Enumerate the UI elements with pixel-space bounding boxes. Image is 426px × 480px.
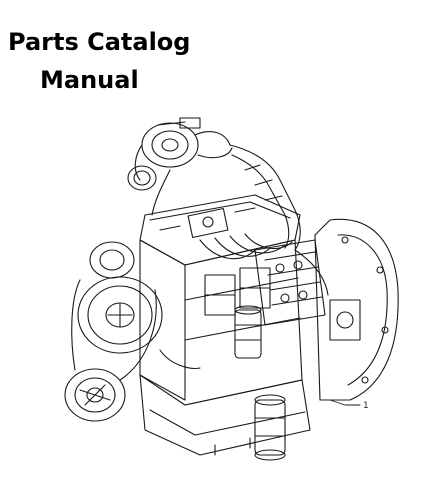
hoses	[151, 169, 329, 369]
title-manual: Manual	[40, 66, 139, 94]
oil-filter	[254, 394, 286, 461]
callout-number: 1	[363, 401, 369, 411]
fuel-filter	[234, 305, 262, 359]
manifold	[229, 144, 301, 251]
turbocharger	[127, 117, 233, 191]
title-parts-catalog: Parts Catalog	[8, 28, 191, 56]
engine-illustration: 1	[40, 100, 420, 475]
valve-cover	[139, 194, 301, 266]
front-pulleys	[64, 241, 163, 422]
engine-line-drawing: 1	[64, 117, 399, 461]
title-block: Parts Catalog Manual	[0, 0, 200, 110]
flywheel-housing	[314, 218, 399, 401]
engine-block	[139, 239, 303, 406]
injection-pump	[254, 239, 326, 326]
callout-leader-line	[329, 399, 361, 406]
